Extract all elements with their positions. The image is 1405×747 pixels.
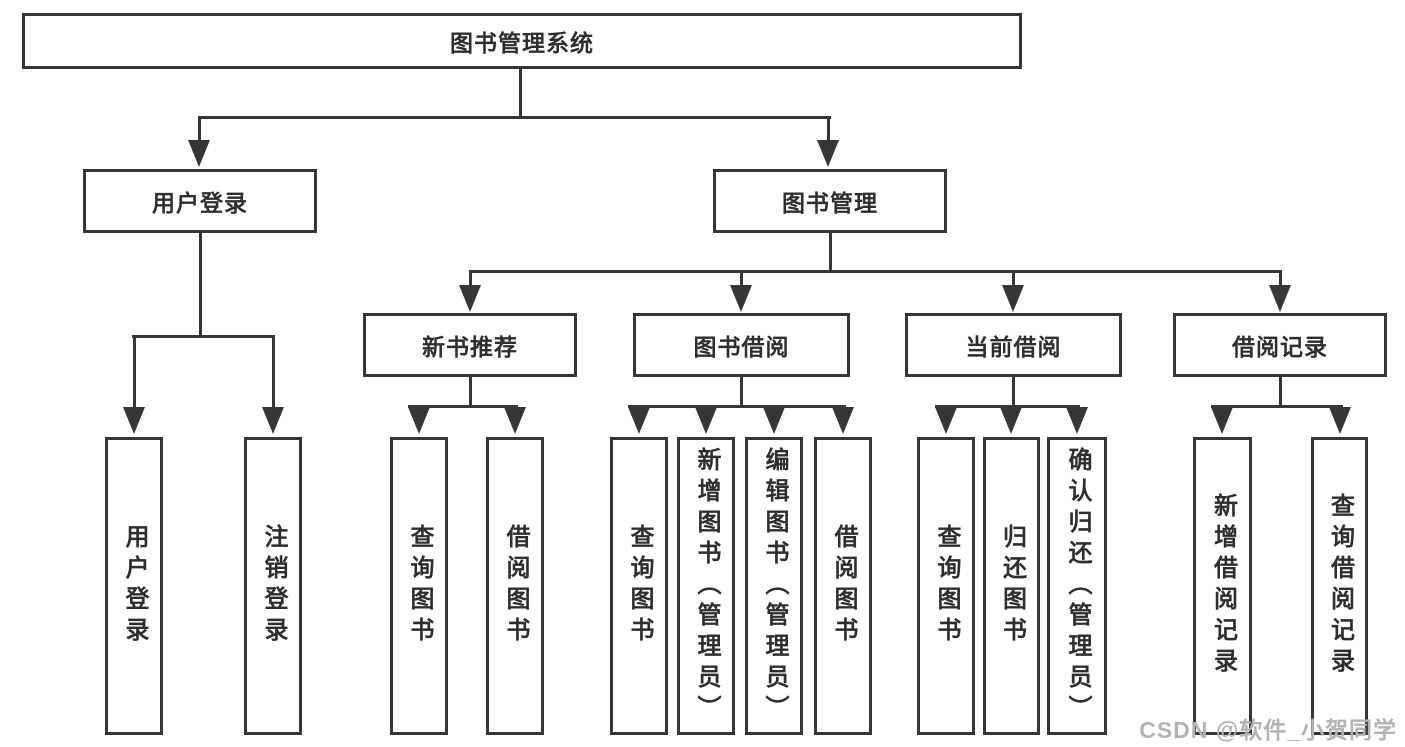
leaf-node-edit-books-admin: 编辑图书（管理员） <box>745 437 803 735</box>
leaf-node-return-books: 归还图书 <box>983 437 1040 735</box>
arrowhead <box>817 140 839 167</box>
arrowhead <box>1000 407 1022 434</box>
leaf-node-borrow-books-2: 借阅图书 <box>814 437 872 735</box>
leaf-label: 用户登录 <box>121 524 148 648</box>
leaf-label: 借阅图书 <box>502 524 529 648</box>
node-current-borrow: 当前借阅 <box>905 313 1122 377</box>
arrowhead <box>408 407 430 434</box>
leaf-label: 归还图书 <box>998 524 1026 648</box>
leaf-label: 查询借阅记录 <box>1326 493 1354 679</box>
arrowhead <box>1002 285 1024 312</box>
connector <box>132 335 275 338</box>
leaf-node-query-books-2: 查询图书 <box>610 437 668 735</box>
leaf-node-query-books-1: 查询图书 <box>390 437 448 735</box>
connector <box>1012 377 1015 408</box>
connector <box>198 116 201 142</box>
leaf-label: 查询图书 <box>626 524 653 648</box>
node-book-borrow-label: 图书借阅 <box>693 334 790 360</box>
connector <box>199 233 202 337</box>
arrowhead <box>695 407 717 434</box>
connector <box>740 377 743 408</box>
connector <box>829 233 832 273</box>
leaf-label: 查询图书 <box>406 524 433 648</box>
connector <box>740 270 743 287</box>
node-root: 图书管理系统 <box>22 13 1022 69</box>
connector <box>198 116 831 119</box>
arrowhead <box>1211 407 1233 434</box>
connector <box>1012 270 1015 287</box>
connector <box>1211 405 1343 408</box>
leaf-node-confirm-return-admin: 确认归还（管理员） <box>1047 437 1107 735</box>
node-new-book-recommend: 新书推荐 <box>363 313 577 377</box>
connector <box>133 335 136 409</box>
arrowhead <box>763 407 785 434</box>
leaf-node-add-borrow-record: 新增借阅记录 <box>1193 437 1252 735</box>
leaf-label: 借阅图书 <box>830 524 857 648</box>
node-root-label: 图书管理系统 <box>450 30 594 56</box>
arrowhead <box>1269 285 1291 312</box>
leaf-node-user-login: 用户登录 <box>105 437 163 735</box>
node-new-book-recommend-label: 新书推荐 <box>422 334 518 360</box>
connector <box>272 335 275 409</box>
leaf-node-query-borrow-record: 查询借阅记录 <box>1311 437 1368 735</box>
arrowhead <box>188 140 210 167</box>
leaf-label: 注销登录 <box>260 524 287 648</box>
leaf-node-query-books-3: 查询图书 <box>917 437 975 735</box>
node-borrow-records: 借阅记录 <box>1173 313 1387 377</box>
node-book-management-label: 图书管理 <box>782 190 878 216</box>
connector <box>469 377 472 408</box>
arrowhead <box>1066 407 1088 434</box>
connector <box>519 68 522 118</box>
node-user-login-label: 用户登录 <box>152 190 248 216</box>
watermark: CSDN @软件_小贺同学 <box>1139 717 1397 743</box>
node-book-borrow: 图书借阅 <box>633 313 850 377</box>
connector <box>469 270 1282 273</box>
arrowhead <box>262 407 284 434</box>
connector <box>408 405 518 408</box>
connector <box>469 270 472 287</box>
arrowhead <box>459 285 481 312</box>
arrowhead <box>628 407 650 434</box>
arrowhead <box>123 407 145 434</box>
node-current-borrow-label: 当前借阅 <box>965 334 1062 360</box>
leaf-label: 新增图书（管理员） <box>693 446 720 726</box>
connector <box>1279 270 1282 287</box>
arrowhead <box>832 407 854 434</box>
leaf-node-logout: 注销登录 <box>244 437 302 735</box>
leaf-label: 新增借阅记录 <box>1209 493 1237 679</box>
connector <box>935 405 1080 408</box>
leaf-label: 编辑图书（管理员） <box>761 446 788 726</box>
leaf-label: 查询图书 <box>933 524 960 648</box>
leaf-node-borrow-books-1: 借阅图书 <box>486 437 544 735</box>
connector <box>1279 377 1282 408</box>
leaf-label: 确认归还（管理员） <box>1064 446 1091 726</box>
connector <box>628 405 846 408</box>
arrowhead <box>935 407 957 434</box>
node-user-login: 用户登录 <box>83 169 317 233</box>
connector <box>827 116 830 142</box>
node-book-management: 图书管理 <box>713 169 947 233</box>
node-borrow-records-label: 借阅记录 <box>1232 334 1328 360</box>
leaf-node-add-books-admin: 新增图书（管理员） <box>677 437 735 735</box>
arrowhead <box>504 407 526 434</box>
arrowhead <box>1329 407 1351 434</box>
arrowhead <box>730 285 752 312</box>
